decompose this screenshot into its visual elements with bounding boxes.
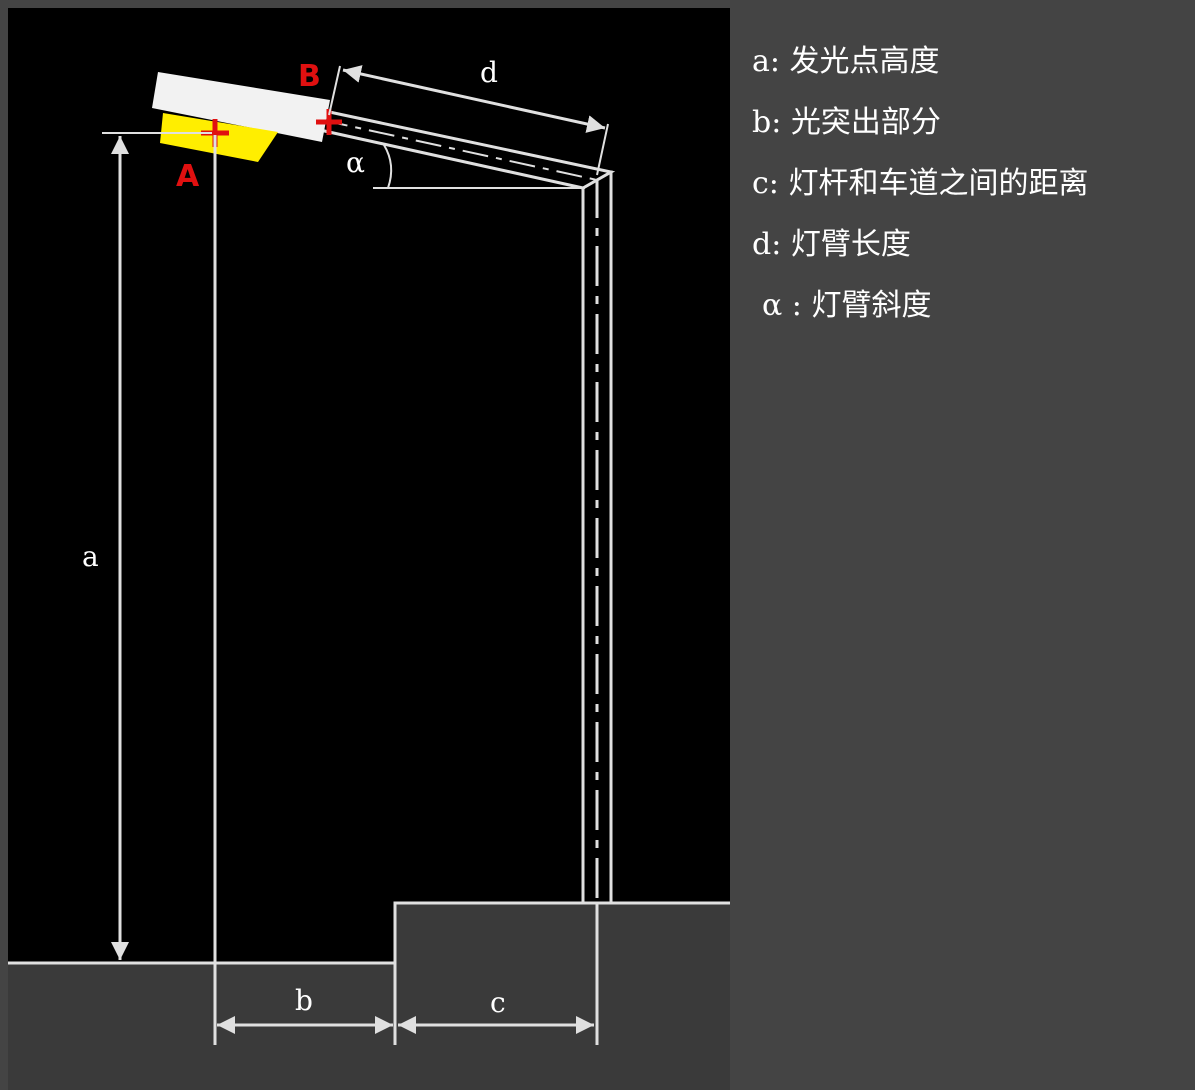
legend-item-c: c: 灯杆和车道之间的距离 (752, 166, 1089, 201)
legend-item-alpha: α : 灯臂斜度 (762, 288, 932, 323)
legend: a: 发光点高度 b: 光突出部分 c: 灯杆和车道之间的距离 d: 灯臂长度 … (752, 38, 1182, 343)
dimension-b-label: b (295, 984, 313, 1017)
legend-item-d: d: 灯臂长度 (752, 227, 911, 262)
alpha-label: α (346, 146, 365, 179)
sidewalk-block (395, 903, 730, 963)
extension-line-d-right (596, 123, 609, 176)
legend-item-a: a: 发光点高度 (752, 44, 940, 79)
dimension-c-label: c (490, 986, 506, 1019)
dimension-a-label: a (82, 540, 99, 573)
dimension-d-arrow (342, 65, 606, 133)
dimension-d-label: d (480, 56, 498, 89)
legend-item-b: b: 光突出部分 (752, 105, 941, 140)
lamp-head (152, 72, 330, 142)
point-b-label: B (298, 59, 321, 94)
point-a-label: A (176, 159, 200, 194)
alpha-angle-arc (383, 144, 393, 189)
ground-outline (8, 901, 730, 965)
extension-line-d-left (328, 65, 341, 116)
diagram-background (8, 8, 730, 963)
lamp-lens (160, 113, 278, 162)
